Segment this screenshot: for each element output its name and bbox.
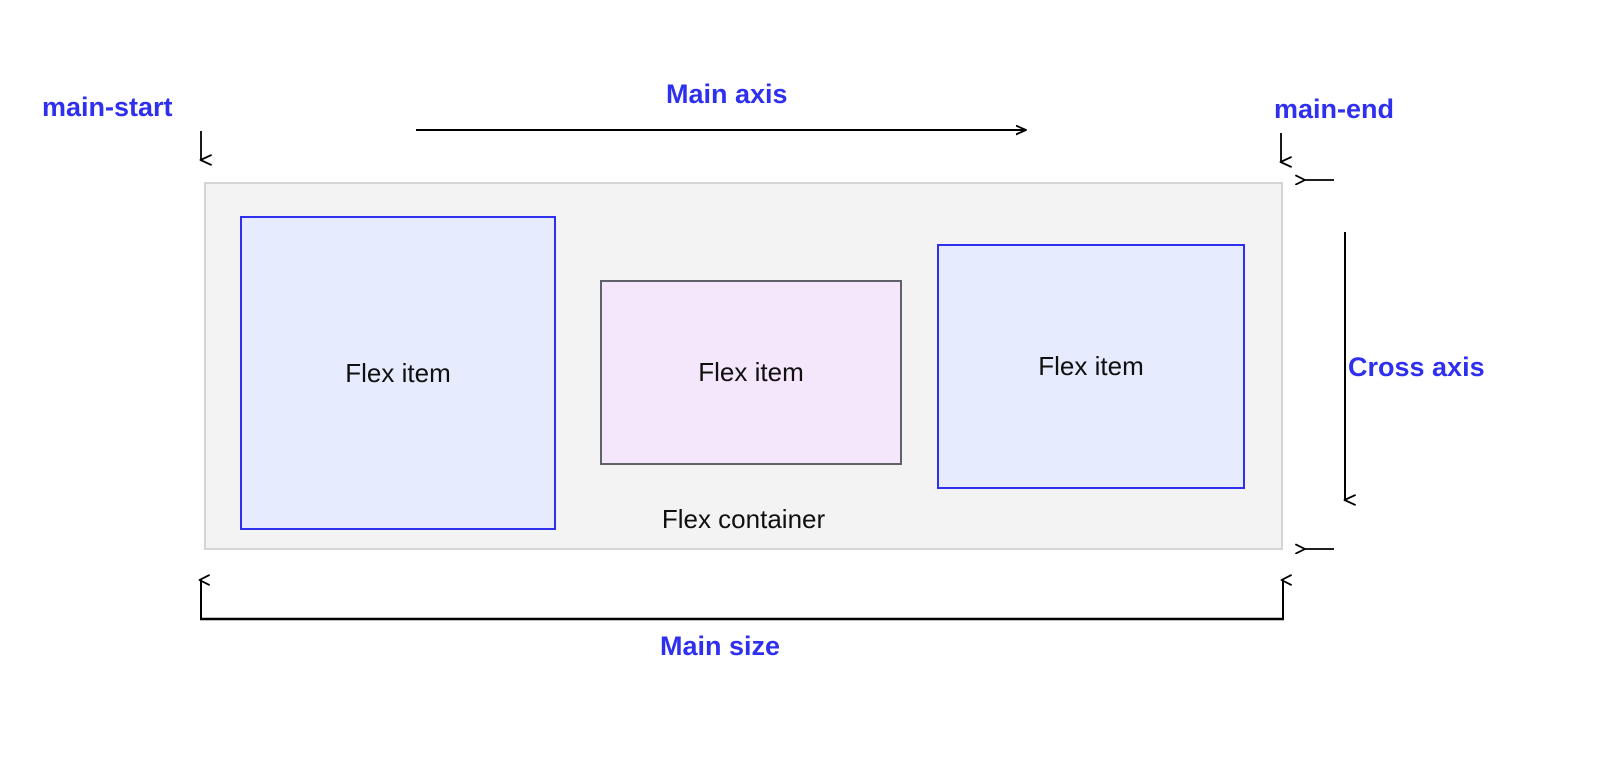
flex-item-3: Flex item [937,244,1245,489]
flex-item-2: Flex item [600,280,902,465]
main-size-label: Main size [660,631,781,661]
main-end-label: main-end [1274,94,1395,124]
flex-item-1: Flex item [240,216,556,530]
flex-item-3-label: Flex item [1038,351,1144,381]
flex-container: Flex item Flex item Flex item Flex conta… [204,182,1283,550]
flex-item-1-label: Flex item [345,357,451,388]
main-start-label: main-start [42,92,173,122]
main-axis-label: Main axis [666,79,788,109]
cross-axis-label: Cross axis [1348,352,1485,382]
flex-container-caption: Flex container [661,504,826,534]
flex-item-2-label: Flex item [698,357,804,387]
